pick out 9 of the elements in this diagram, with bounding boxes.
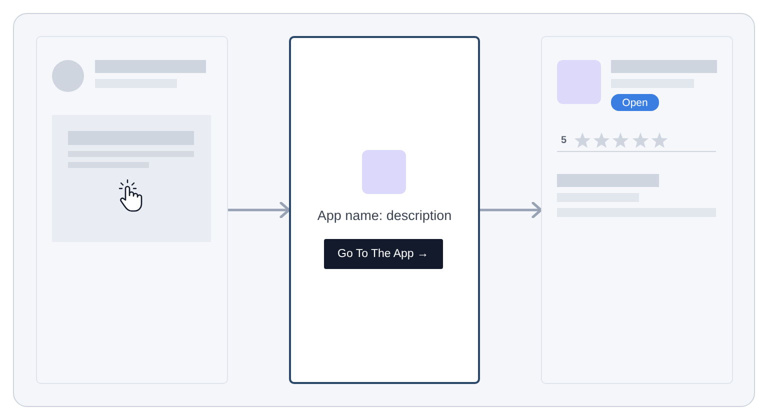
phone-screen [36, 36, 228, 384]
open-button: Open [611, 94, 659, 111]
phone-screen [289, 36, 480, 384]
phone-screen [541, 36, 733, 384]
arrow [228, 202, 290, 218]
go-to-app-button: Go To The App → [324, 238, 442, 268]
app-description-text: App name: description [316, 207, 453, 225]
arrow [480, 202, 542, 218]
rating-value: 5 [561, 135, 567, 147]
